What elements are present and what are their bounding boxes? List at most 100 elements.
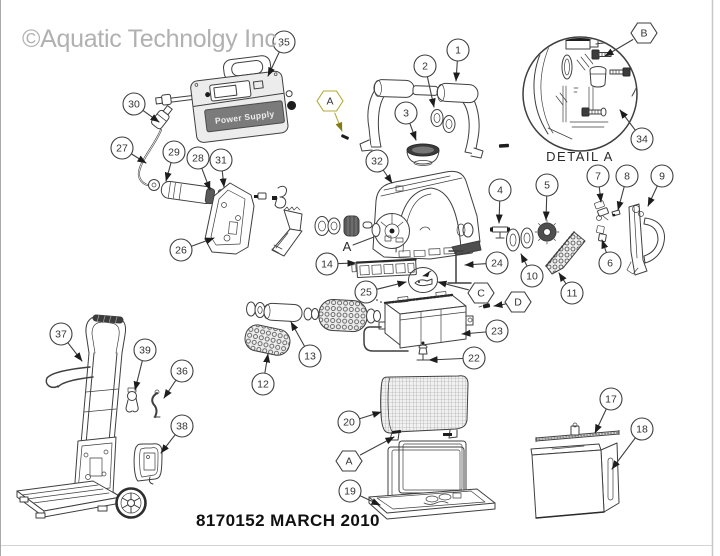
callout-label: 35	[278, 37, 290, 49]
circle-callout-icon	[599, 387, 623, 411]
callout-label: 6	[607, 258, 613, 270]
callout-28-4: 28	[186, 146, 211, 191]
part-sprocket-5	[534, 219, 560, 245]
callout-label: 14	[321, 259, 333, 271]
callout-label: 38	[176, 421, 188, 433]
circle-callout-icon	[338, 479, 362, 503]
callout-10-20: 10	[520, 253, 544, 288]
circle-callout-icon	[485, 319, 509, 343]
callout-label: 17	[605, 394, 617, 406]
callout-label: 32	[371, 156, 383, 168]
part-drive-track-11	[545, 231, 586, 275]
circle-callout-icon	[650, 164, 674, 188]
doc-number-date: 8170152 MARCH 2010	[196, 511, 380, 530]
circle-callout-icon	[272, 30, 296, 54]
part-side-flap-9	[626, 203, 665, 276]
callout-14-23: 14	[315, 252, 357, 276]
callout-31-5: 31	[209, 148, 233, 188]
callout-8-17: 8	[615, 164, 639, 211]
part-screen-pins	[391, 429, 452, 436]
callout-label: 20	[343, 417, 355, 429]
circle-callout-icon	[446, 38, 470, 62]
part-bag-18	[530, 442, 620, 519]
callout-label: C	[477, 288, 485, 300]
callout-c-25: C	[437, 280, 495, 304]
callout-11-21: 11	[558, 272, 584, 305]
callout-label: 24	[491, 258, 503, 270]
callout-3-9: 3	[394, 101, 418, 141]
callout-9-18: 9	[647, 164, 674, 207]
callout-d-26: D	[493, 291, 532, 313]
circle-callout-icon	[110, 136, 134, 160]
circle-callout-icon	[354, 280, 378, 304]
callout-6-19: 6	[598, 239, 622, 275]
callout-label: 19	[344, 486, 356, 498]
part-link-6	[596, 225, 607, 242]
callout-label: 5	[544, 180, 550, 192]
callout-37-36: 37	[49, 322, 83, 362]
callout-26-6: 26	[169, 237, 215, 262]
part-pin	[498, 143, 510, 148]
bolt-right	[609, 67, 631, 77]
hexagon-callout-icon	[504, 291, 532, 313]
callout-1-7: 1	[446, 38, 470, 82]
part-screw-d	[478, 303, 491, 309]
callout-label: 12	[257, 379, 269, 391]
callout-a-10: A	[316, 90, 344, 132]
callout-label: 13	[304, 351, 316, 363]
circle-callout-icon	[298, 344, 322, 368]
callout-5-15: 5	[535, 173, 559, 221]
callout-23-27: 23	[461, 319, 509, 343]
circle-callout-icon	[630, 127, 654, 151]
circle-callout-icon	[630, 417, 654, 441]
hexagon-callout-icon	[467, 282, 495, 304]
circle-callout-icon	[462, 346, 486, 370]
callout-17-34: 17	[594, 387, 623, 434]
callout-7-16: 7	[586, 164, 610, 203]
part-screen	[380, 375, 469, 441]
part-handle-collar	[430, 109, 456, 133]
part-axle-pin-4	[490, 226, 510, 239]
circle-callout-icon	[520, 264, 544, 288]
callout-18-35: 18	[611, 417, 654, 470]
callout-label: D	[514, 297, 522, 309]
callout-36-38: 36	[163, 359, 194, 399]
callout-a-32: A	[335, 436, 395, 472]
callout-38-39: 38	[160, 414, 194, 454]
bolt-lower-34	[581, 107, 607, 117]
callout-label: 11	[567, 288, 578, 300]
callout-13-29: 13	[290, 321, 322, 368]
hexagon-callout-icon	[335, 450, 363, 472]
callout-24-22: 24	[464, 251, 509, 275]
callout-label: A	[326, 96, 333, 108]
callout-19-33: 19	[338, 479, 381, 506]
circle-callout-icon	[586, 164, 610, 188]
circle-callout-icon	[170, 359, 194, 383]
circle-callout-icon	[560, 281, 584, 305]
callout-label: 3	[403, 108, 409, 120]
hexagon-callout-icon	[630, 22, 658, 44]
callout-4-14: 4	[488, 178, 512, 224]
circle-callout-icon	[488, 178, 512, 202]
callout-label: 10	[526, 271, 538, 283]
callout-29-3: 29	[162, 140, 186, 182]
circle-callout-icon	[122, 92, 146, 116]
callout-label: 31	[215, 155, 227, 167]
callout-12-30: 12	[251, 353, 275, 396]
callout-27-2: 27	[110, 136, 147, 164]
circle-callout-icon	[598, 251, 622, 275]
callout-20-31: 20	[337, 410, 382, 434]
callout-label: 25	[360, 287, 372, 299]
detail-a-label: DETAIL A	[546, 149, 614, 164]
part-handle-bar	[359, 79, 484, 159]
part-power-supply: Power Supply	[155, 55, 297, 143]
callout-label: 23	[491, 326, 503, 338]
part-rod-17	[535, 422, 620, 442]
callout-label: 27	[116, 143, 128, 155]
part-hardware-7	[594, 200, 609, 221]
callout-label: 8	[624, 171, 630, 183]
callout-22-28: 22	[428, 346, 486, 370]
circle-callout-icon	[133, 338, 157, 362]
